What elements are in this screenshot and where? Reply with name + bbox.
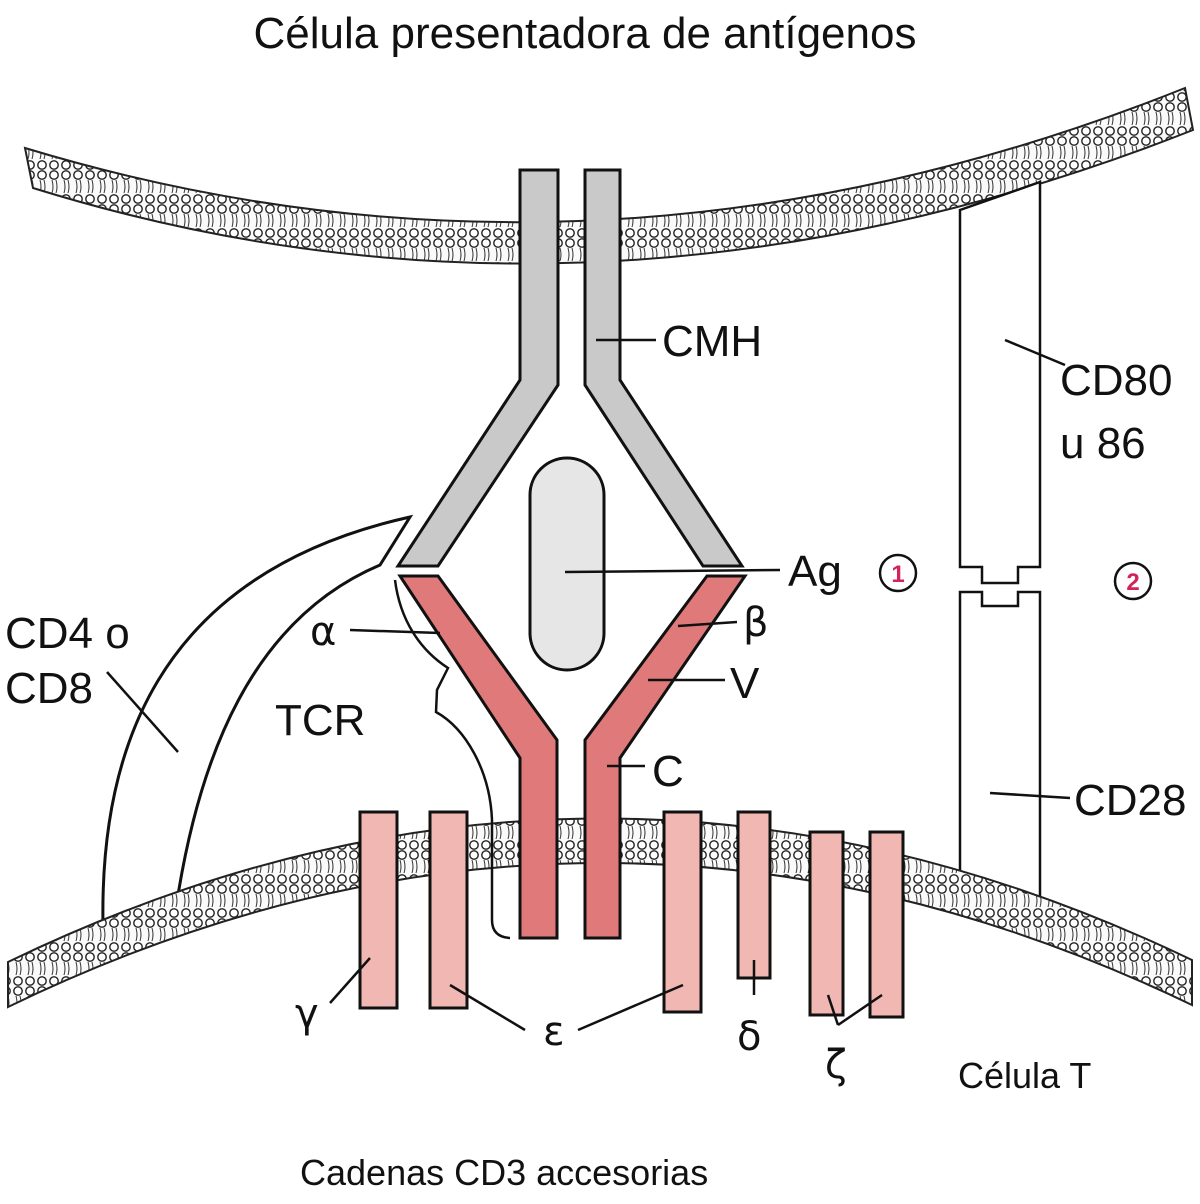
leader-lines: [106, 338, 1071, 1032]
zeta-chain-1: [808, 830, 845, 1017]
signal-2-number: 2: [1126, 569, 1139, 596]
tcr-bracket: [393, 579, 511, 940]
antigen-label: Ag: [788, 547, 842, 596]
cd3-chains: [358, 810, 905, 1019]
cd3-delta-chain: [736, 810, 772, 980]
delta-chain-label: δ: [737, 1014, 761, 1060]
cd80-label-line2: u 86: [1060, 419, 1146, 468]
cd4-label-line2: CD8: [5, 664, 93, 713]
apc-membrane: [23, 86, 1195, 265]
tcr-label: TCR: [275, 696, 365, 745]
signal-1-marker: 1: [878, 553, 918, 593]
tcr-molecule: [397, 574, 748, 940]
mhc-molecule: [395, 168, 745, 568]
cd4-cd8-molecule: [101, 514, 414, 928]
mhc-label: CMH: [662, 317, 762, 366]
cd4-label-line1: CD4 o: [5, 609, 130, 658]
cd80-label-line1: CD80: [1060, 356, 1173, 405]
beta-chain-label: β: [743, 600, 769, 646]
variable-region-label: V: [730, 659, 760, 708]
alpha-chain-label: α: [310, 609, 336, 655]
antigen-peptide: [528, 456, 606, 672]
cd28-label: CD28: [1074, 776, 1187, 825]
signal-1-number: 1: [891, 561, 904, 588]
cd3-gamma-chain: [358, 810, 399, 1010]
zeta-chain-label: ζ: [825, 1042, 847, 1088]
signal-2-marker: 2: [1113, 561, 1153, 601]
epsilon-chain-label: ε: [543, 1009, 565, 1055]
caption: Cadenas CD3 accesorias: [300, 1152, 708, 1193]
cd80-86-molecule: [958, 180, 1042, 585]
diagram-title: Célula presentadora de antígenos: [254, 9, 917, 58]
cd3-epsilon-chain-1: [428, 810, 469, 1010]
cd3-epsilon-chain-2: [662, 810, 703, 1014]
tcell-label: Célula T: [958, 1055, 1091, 1096]
constant-region-label: C: [652, 747, 684, 796]
zeta-chain-2: [868, 830, 905, 1019]
cd28-molecule: [958, 590, 1042, 907]
gamma-chain-label: γ: [295, 991, 319, 1037]
